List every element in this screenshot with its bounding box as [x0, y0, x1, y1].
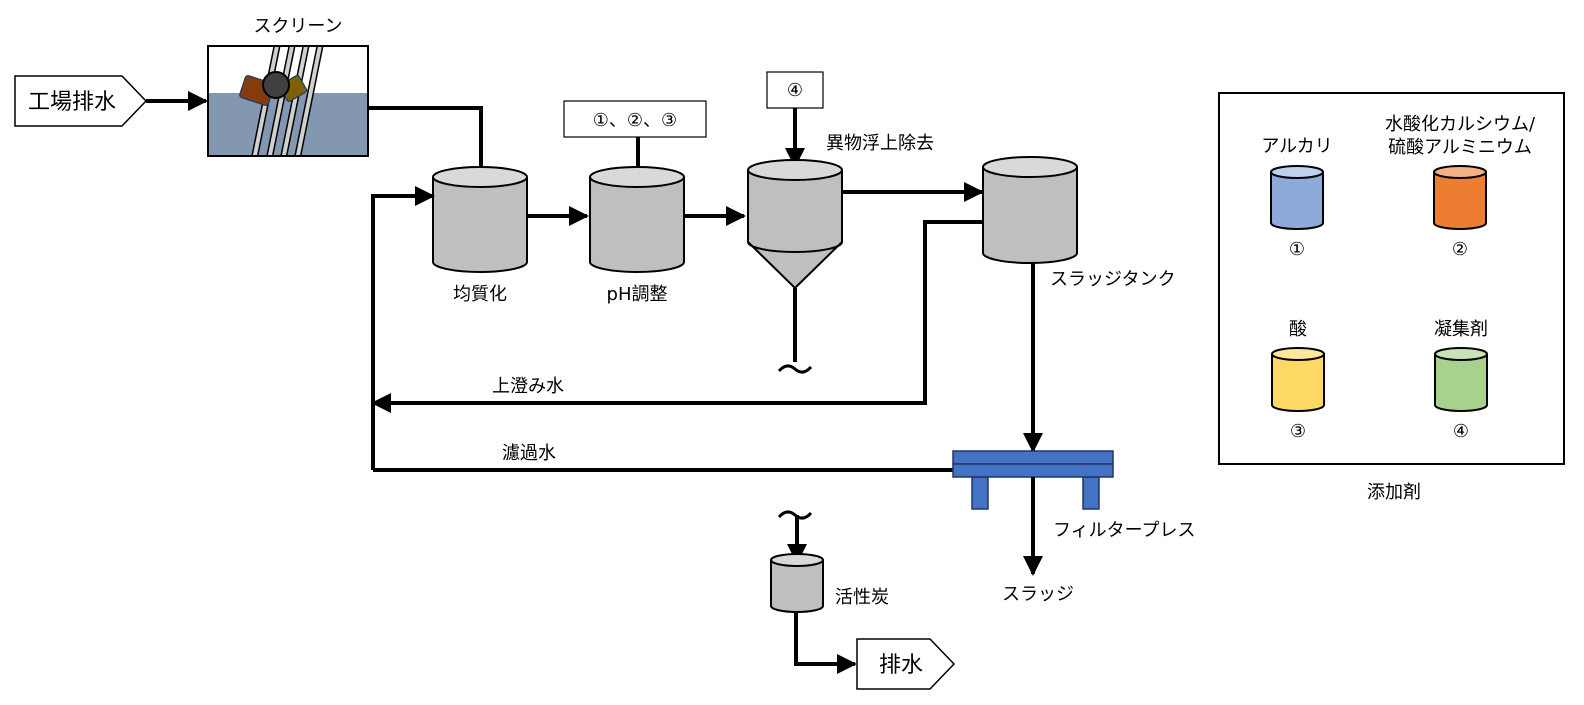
outlet-label: 排水: [879, 653, 923, 678]
arrow-supernatant-return: [371, 220, 983, 413]
ph-dosing-label: ①、②、③: [593, 110, 677, 131]
ph-adjust-label: pH調整: [607, 284, 668, 305]
flotation-tank: 異物浮上除去: [747, 133, 934, 290]
legend-item-4-label: 凝集剤: [1434, 319, 1488, 340]
sludge-tank: スラッジタンク: [982, 156, 1176, 290]
legend-item-1-label: アルカリ: [1261, 136, 1332, 157]
arrow-screen-to-equalization: [368, 106, 491, 187]
filtrate-label: 濾過水: [502, 443, 556, 464]
legend-item-4-number: ④: [1453, 421, 1469, 442]
legend-item-2-number: ②: [1452, 239, 1468, 260]
connector-symbol-top: [777, 364, 813, 374]
sludge-label: スラッジ: [1002, 584, 1074, 605]
legend-item-3-number: ③: [1290, 421, 1306, 442]
supernatant-label: 上澄み水: [492, 376, 564, 397]
arrow-carbon-to-outlet: [794, 613, 857, 674]
equalization-label: 均質化: [453, 284, 507, 305]
flotation-dosing-label: ④: [787, 80, 803, 101]
filter-press-label: フィルタープレス: [1053, 520, 1196, 541]
legend-item-4-cylinder: [1434, 347, 1488, 412]
legend-item-2-label-line1: 水酸化カルシウム/: [1385, 114, 1536, 135]
legend-item-1-number: ①: [1289, 239, 1305, 260]
legend-item-1-cylinder: [1270, 165, 1324, 230]
additive-legend: アルカリ ① 水酸化カルシウム/ 硫酸アルミニウム ② 酸 ③ 凝集剤 ④ 添加…: [1218, 92, 1565, 503]
activated-carbon-label: 活性炭: [835, 587, 889, 608]
ph-dosing-box: ①、②、③: [563, 100, 707, 138]
flotation-dosing-box: ④: [766, 71, 824, 109]
flotation-label: 異物浮上除去: [826, 133, 934, 154]
screen-label: スクリーン: [253, 16, 342, 37]
legend-item-2-cylinder: [1433, 165, 1487, 230]
screen-bars: [251, 46, 324, 156]
debris-ball: [262, 71, 290, 99]
outlet-node: 排水: [856, 638, 956, 690]
legend-item-2-label-line2: 硫酸アルミニウム: [1388, 137, 1532, 158]
inlet-node: 工場排水: [14, 75, 148, 127]
screen-node: スクリーン: [207, 16, 369, 157]
legend-item-3-cylinder: [1271, 347, 1325, 412]
equalization-tank: 均質化: [432, 166, 528, 305]
inlet-label: 工場排水: [28, 90, 116, 115]
arrow-return-to-equalization: [371, 186, 435, 470]
legend-item-3-label: 酸: [1289, 319, 1307, 340]
filter-press: フィルタープレス: [952, 450, 1196, 541]
activated-carbon-tank: 活性炭: [770, 553, 889, 613]
legend-title: 添加剤: [1367, 482, 1421, 503]
ph-adjust-tank: pH調整: [589, 166, 685, 305]
sludge-tank-label: スラッジタンク: [1050, 269, 1176, 290]
